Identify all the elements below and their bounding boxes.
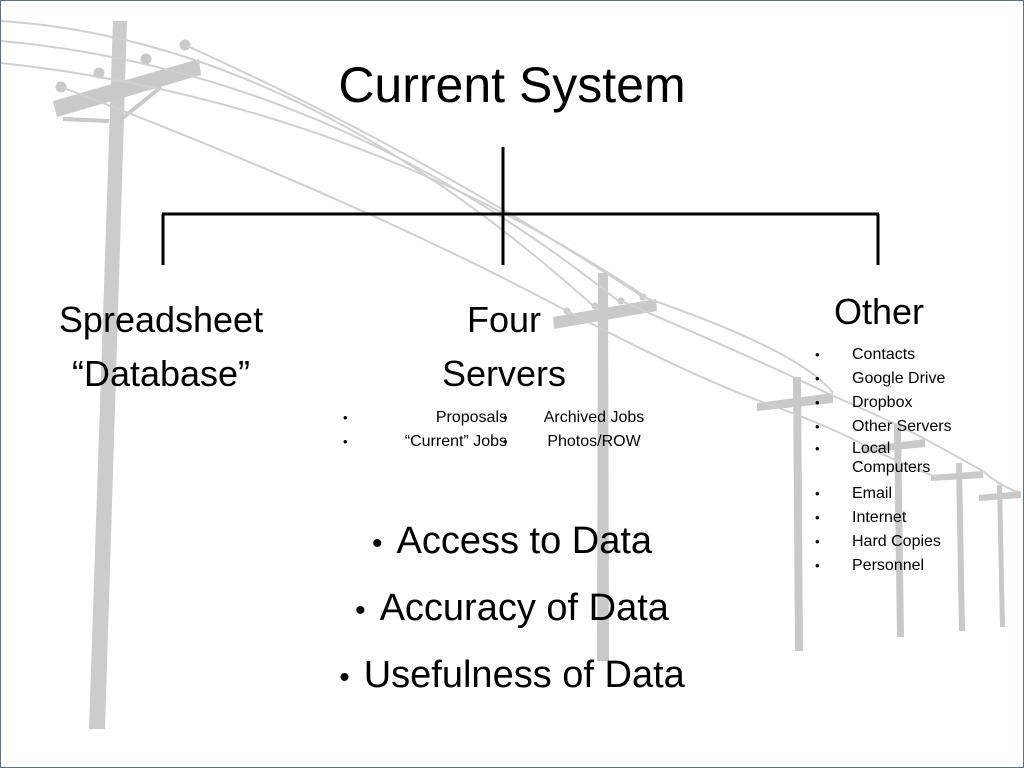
other-item-email: Email — [852, 485, 893, 502]
issue-accuracy-of-data: Accuracy of Data — [379, 587, 669, 629]
bullet-icon: • — [343, 410, 348, 425]
servers-list-column-b: • Archived Jobs • Photos/ROW — [501, 406, 667, 454]
bullet-icon: • — [815, 395, 820, 410]
servers-item-archived-jobs: Archived Jobs — [543, 409, 645, 426]
list-item: • Contacts — [813, 343, 993, 367]
list-item: • Email — [813, 482, 993, 506]
list-item: • Accuracy of Data — [1, 576, 1023, 643]
servers-list-column-a: •Proposals •“Current” Jobs — [341, 406, 507, 454]
node-other: Other — [791, 285, 967, 339]
other-item-other-servers: Other Servers — [852, 418, 952, 435]
bullet-icon: • — [815, 371, 820, 386]
list-item: •Proposals — [341, 406, 507, 430]
list-item: • Access to Data — [1, 509, 1023, 576]
other-item-dropbox: Dropbox — [852, 394, 913, 411]
servers-item-current-jobs: “Current” Jobs — [404, 433, 507, 450]
bullet-icon: • — [355, 594, 366, 627]
list-item: • Google Drive — [813, 367, 993, 391]
bullet-icon: • — [815, 558, 820, 573]
list-item: • Local Computers — [813, 439, 962, 482]
issue-access-to-data: Access to Data — [396, 520, 653, 562]
issue-usefulness-of-data: Usefulness of Data — [363, 654, 685, 696]
list-item: • Other Servers — [813, 415, 993, 439]
bullet-icon: • — [815, 347, 820, 362]
list-item: • Photos/ROW — [501, 430, 667, 454]
other-item-hard-copies: Hard Copies — [852, 533, 941, 550]
list-item: • Personnel — [813, 554, 993, 578]
bullet-icon: • — [815, 419, 820, 434]
node-spreadsheet-database: Spreadsheet “Database” — [23, 293, 299, 401]
bullet-icon: • — [503, 410, 508, 425]
bullet-icon: • — [503, 434, 508, 449]
bullet-icon: • — [815, 486, 820, 501]
bullet-icon: • — [815, 534, 820, 549]
list-item: • Dropbox — [813, 391, 993, 415]
list-item: • Usefulness of Data — [1, 643, 1023, 710]
other-item-internet: Internet — [852, 509, 907, 526]
other-item-contacts: Contacts — [852, 346, 916, 363]
node-center-line-2: Servers — [441, 353, 567, 394]
other-item-local-computers: Local Computers — [852, 440, 931, 476]
list-item: • Internet — [813, 506, 993, 530]
bullet-icon: • — [339, 661, 350, 694]
other-list: • Contacts • Google Drive • Dropbox • Other … — [813, 343, 993, 578]
other-item-google-drive: Google Drive — [852, 370, 946, 387]
issues-list: • Access to Data • Accuracy of Data • Usefu… — [1, 509, 1023, 710]
slide-title: Current System — [338, 57, 686, 113]
bullet-icon: • — [815, 510, 820, 525]
node-right-line-1: Other — [833, 291, 925, 332]
bullet-icon: • — [815, 441, 820, 456]
servers-item-photos-row: Photos/ROW — [547, 433, 641, 450]
node-center-line-1: Four — [466, 299, 542, 340]
bullet-icon: • — [343, 434, 348, 449]
other-item-personnel: Personnel — [852, 557, 925, 574]
list-item: • Hard Copies — [813, 530, 993, 554]
list-item: •“Current” Jobs — [341, 430, 507, 454]
node-four-servers: Four Servers — [389, 293, 619, 401]
servers-item-proposals: Proposals — [435, 409, 507, 426]
node-left-line-2: “Database” — [71, 353, 251, 394]
bullet-icon: • — [371, 527, 383, 560]
list-item: • Archived Jobs — [501, 406, 667, 430]
node-left-line-1: Spreadsheet — [58, 299, 264, 340]
